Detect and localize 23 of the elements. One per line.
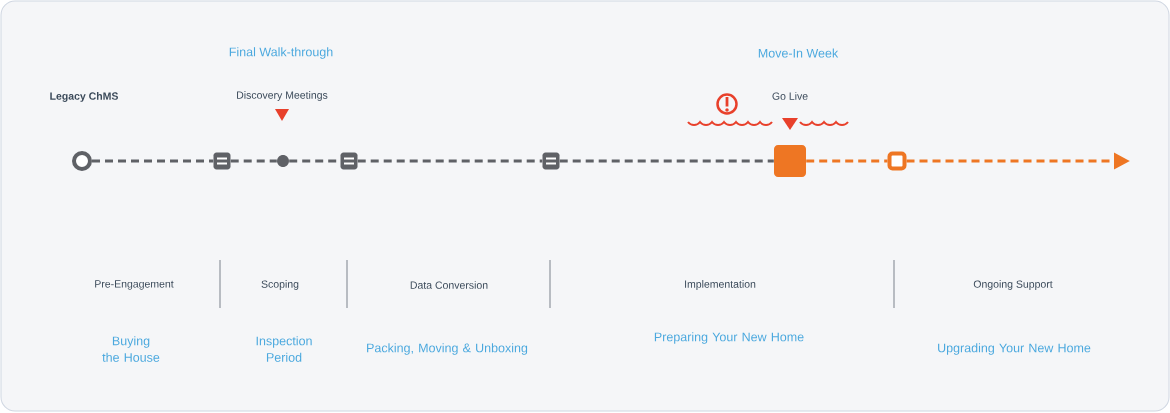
milestone-label: Go Live [772,92,808,100]
phase-label: Scoping [261,280,299,290]
dashed-line [806,159,888,163]
phase-description: Packing, Moving & Unboxing [367,343,528,355]
phase-description: Inspection Period [256,336,312,362]
stage-heading: Final Walk-through [229,47,333,59]
phase-label: Pre-Engagement [95,280,174,290]
dashed-line [230,159,277,163]
phase-description: Upgrading Your New Home [938,343,1091,355]
dashed-line [92,159,214,163]
stage-heading: Move-In Week [758,48,839,58]
phase-marker [887,151,907,171]
start-label: Legacy ChMS [50,92,118,102]
go-live-marker [774,145,806,177]
phase-description: Preparing Your New Home [654,332,804,344]
phase-label: Ongoing Support [973,280,1053,290]
phase-label: Data Conversion [410,281,488,289]
start-marker [72,151,92,171]
dashed-line [357,159,543,163]
milestone-label: Discovery Meetings [237,91,328,101]
phase-label: Implementation [685,280,756,290]
dashed-line [559,159,774,163]
phase-description: Buying the House [102,336,160,362]
